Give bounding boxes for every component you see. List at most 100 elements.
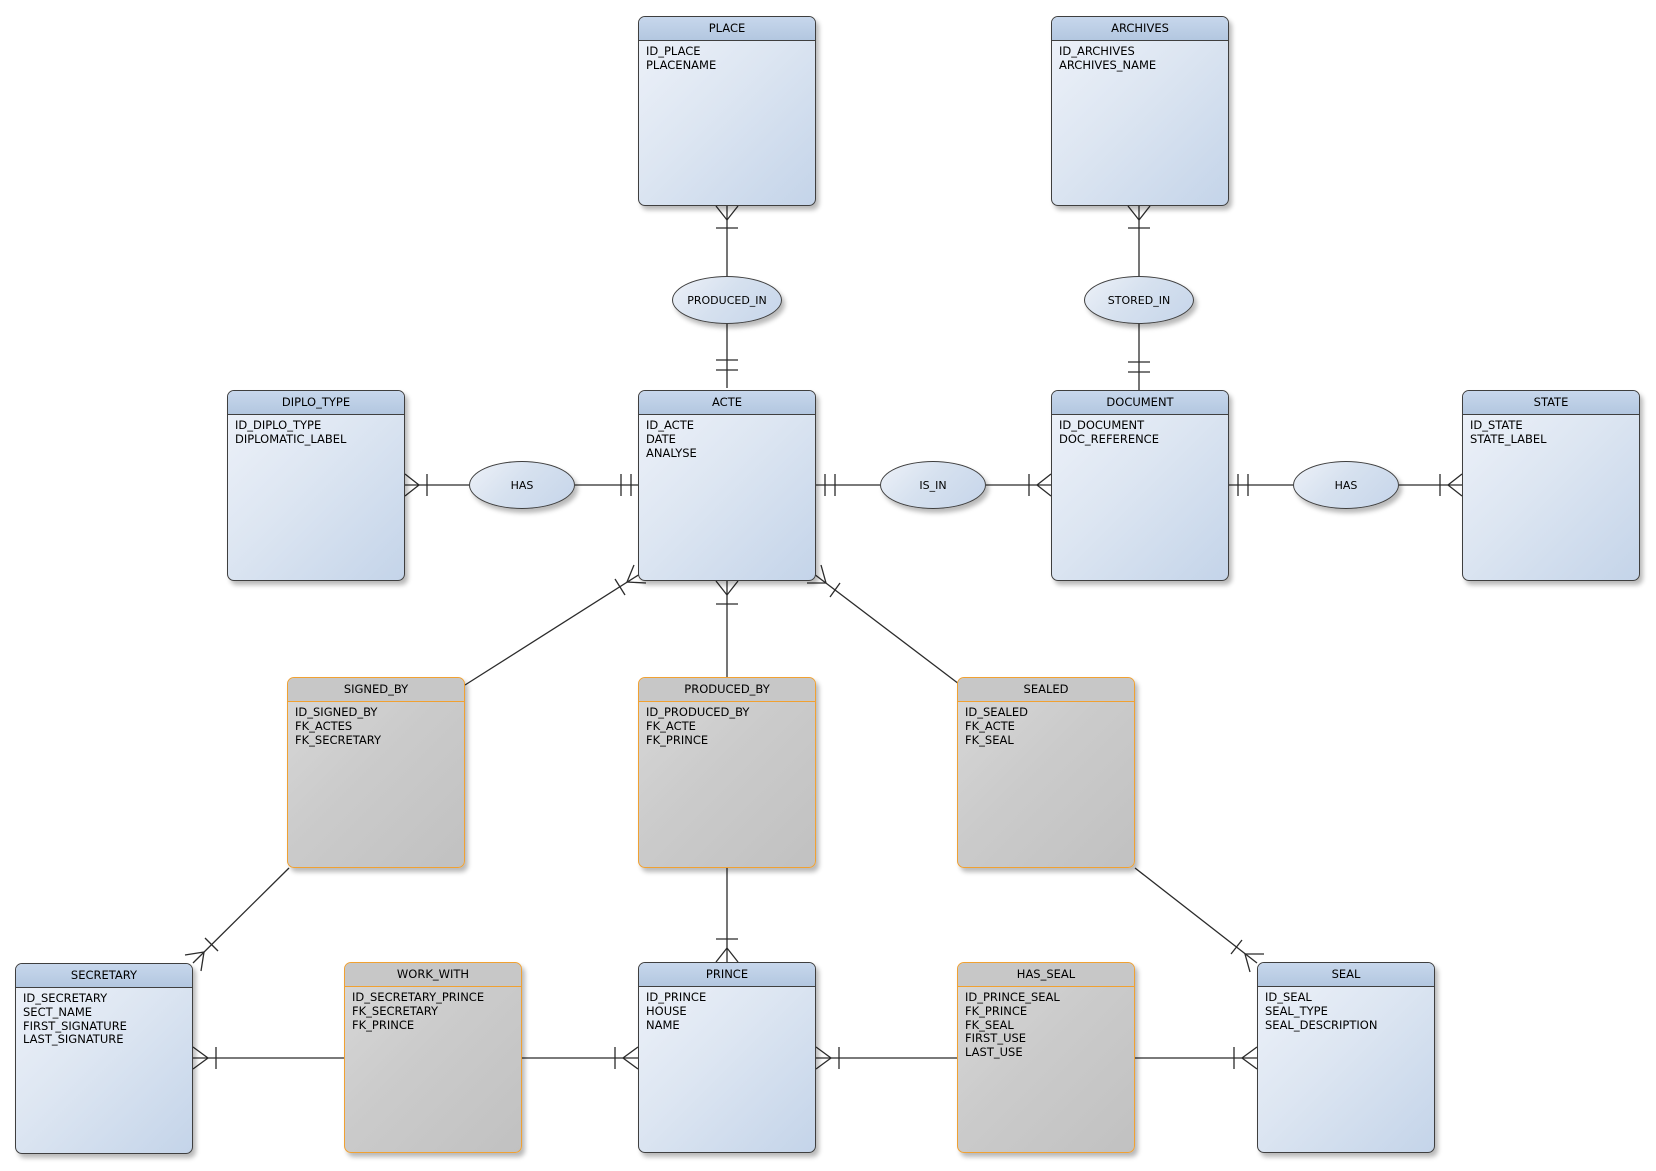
connector-acte-is-in-document[interactable]	[816, 473, 1052, 497]
entity-title: WORK_WITH	[345, 963, 521, 987]
connector-archives-stored-in-document[interactable]	[1127, 205, 1151, 390]
entity-title: ACTE	[639, 391, 815, 415]
attribute: ID_DOCUMENT	[1059, 418, 1145, 432]
connector-produced-by-prince[interactable]	[715, 868, 739, 963]
attribute: ID_ACTE	[646, 418, 694, 432]
attribute: STATE_LABEL	[1470, 431, 1547, 446]
relationship-is-in[interactable]: IS_IN	[880, 461, 986, 509]
connector-secretary-work-with[interactable]	[192, 1046, 344, 1070]
relationship-label: HAS	[510, 478, 534, 492]
attribute: ID_PRODUCED_BY	[646, 705, 750, 719]
attribute: ID_PRINCE_SEAL	[965, 990, 1060, 1004]
relationship-label: HAS	[1334, 478, 1358, 492]
attribute: ID_PLACE	[646, 44, 701, 58]
entity-title: DOCUMENT	[1052, 391, 1228, 415]
attribute: DOC_REFERENCE	[1059, 431, 1159, 446]
attribute: HOUSE	[646, 1003, 687, 1018]
entity-title: DIPLO_TYPE	[228, 391, 404, 415]
attribute: ID_SECRETARY_PRINCE	[352, 990, 485, 1004]
connector-document-has-state[interactable]	[1229, 473, 1463, 497]
attribute: FIRST_USE	[965, 1031, 1027, 1046]
attribute: ANALYSE	[646, 445, 697, 460]
connector-sealed-seal[interactable]	[1134, 867, 1264, 973]
entity-title: PRINCE	[639, 963, 815, 987]
attribute: FK_SEAL	[965, 732, 1014, 747]
entity-title: SECRETARY	[16, 964, 192, 988]
attribute: FK_PRINCE	[352, 1017, 415, 1032]
entity-title: PRODUCED_BY	[639, 678, 815, 702]
entity-title: SEALED	[958, 678, 1134, 702]
attribute: FK_SECRETARY	[295, 732, 382, 747]
attribute: FK_PRINCE	[965, 1003, 1028, 1018]
attribute: SEAL_TYPE	[1265, 1003, 1328, 1018]
attribute: SEAL_DESCRIPTION	[1265, 1017, 1378, 1032]
connector-prince-has-seal[interactable]	[815, 1046, 957, 1070]
attribute: FK_ACTE	[965, 718, 1015, 733]
attribute: FK_ACTE	[646, 718, 696, 733]
attribute: ID_SEALED	[965, 705, 1028, 719]
attribute: ID_ARCHIVES	[1059, 44, 1135, 58]
connector-signed-by-secretary[interactable]	[184, 867, 290, 972]
connector-has-seal-seal[interactable]	[1135, 1046, 1258, 1070]
attribute: ID_PRINCE	[646, 990, 707, 1004]
relationship-has-diplo-type[interactable]: HAS	[469, 461, 575, 509]
relationship-label: STORED_IN	[1107, 293, 1171, 307]
connector-acte-sealed[interactable]	[807, 564, 960, 685]
attribute: LAST_SIGNATURE	[23, 1032, 124, 1047]
attribute: ID_DIPLO_TYPE	[235, 418, 322, 432]
attribute: FIRST_SIGNATURE	[23, 1018, 127, 1033]
attribute: PLACENAME	[646, 57, 717, 72]
entity-title: HAS_SEAL	[958, 963, 1134, 987]
connector-diplo-type-has-acte[interactable]	[404, 473, 638, 497]
entity-title: ARCHIVES	[1052, 17, 1228, 41]
entity-title: SEAL	[1258, 963, 1434, 987]
connector-acte-signed-by[interactable]	[464, 564, 647, 686]
relationship-has-state[interactable]: HAS	[1293, 461, 1399, 509]
relationship-produced-in[interactable]: PRODUCED_IN	[672, 276, 782, 324]
attribute: ID_SIGNED_BY	[295, 705, 378, 719]
attribute: FK_PRINCE	[646, 732, 709, 747]
attribute: DATE	[646, 431, 676, 446]
attribute: ID_SECRETARY	[23, 991, 108, 1005]
attribute: ID_STATE	[1470, 418, 1523, 432]
entity-title: PLACE	[639, 17, 815, 41]
relationship-stored-in[interactable]: STORED_IN	[1084, 276, 1194, 324]
connector-place-produced-in-acte[interactable]	[715, 205, 739, 388]
attribute: FK_SECRETARY	[352, 1003, 439, 1018]
attribute: FK_SEAL	[965, 1017, 1014, 1032]
attribute: FK_ACTES	[295, 718, 353, 733]
relationship-label: IS_IN	[919, 478, 947, 492]
attribute: LAST_USE	[965, 1045, 1023, 1060]
connector-acte-produced-by[interactable]	[715, 580, 739, 677]
attribute: ID_SEAL	[1265, 990, 1312, 1004]
connector-work-with-prince[interactable]	[522, 1046, 639, 1070]
